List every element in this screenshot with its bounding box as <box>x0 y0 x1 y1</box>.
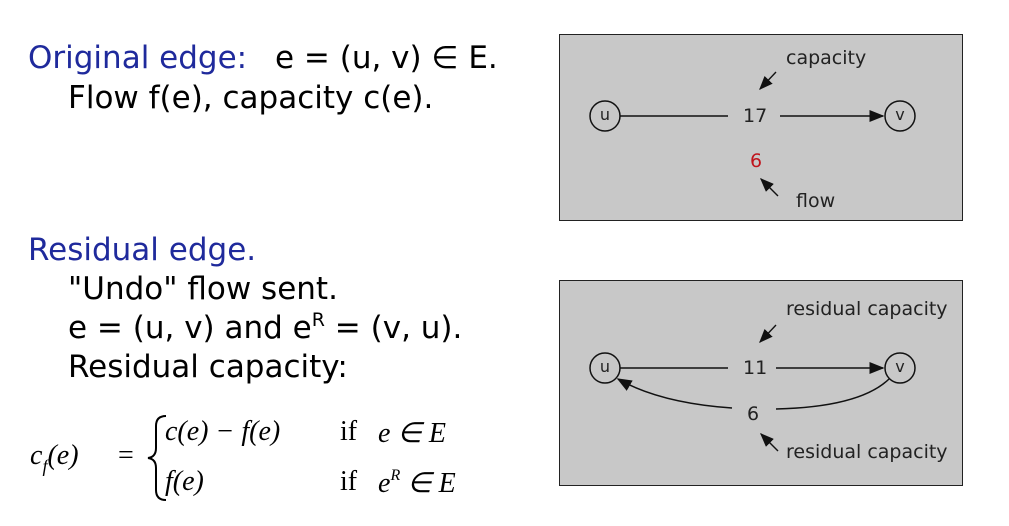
flow-pointer-arrow <box>760 178 779 197</box>
formula-lhs: cf(e) <box>30 440 79 476</box>
residual-def-part1: e = (u, v) and e <box>68 310 312 346</box>
residual-edge-svg <box>589 324 916 452</box>
res-backward-right-curve <box>775 378 890 410</box>
formula-case2-e: e <box>378 468 391 499</box>
res-node-v-circle <box>884 352 916 384</box>
formula-case1-expr: c(e) − f(e) <box>165 416 281 447</box>
res-backward-left-arrow <box>616 378 733 409</box>
flow-annotation: flow <box>796 190 836 212</box>
res-top-pointer-arrow <box>759 324 777 344</box>
residual-capacity-formula: cf(e) = c(e) − f(e) if e ∈ E f(e) if eR … <box>30 410 490 506</box>
residual-edge-diagram: u v 11 6 residual capacity residual capa… <box>559 280 963 486</box>
res-node-u-label: u <box>599 357 611 376</box>
node-v-circle <box>884 100 916 132</box>
res-bottom-pointer-arrow <box>760 433 779 452</box>
capacity-value: 17 <box>743 105 768 127</box>
original-edge-diagram: u v 17 6 capacity flow <box>559 34 963 221</box>
residual-edge-definition: e = (u, v) and eR = (v, u). <box>68 310 462 346</box>
formula-case2-expr: f(e) <box>165 466 204 497</box>
residual-edge-heading: Residual edge. <box>28 232 257 268</box>
res-forward-value: 11 <box>743 357 768 379</box>
residual-capacity-label: Residual capacity: <box>68 349 348 385</box>
original-edge-svg <box>589 71 916 197</box>
formula-brace <box>147 415 167 501</box>
formula-lhs-c: c <box>30 440 43 471</box>
formula-case2-cond: eR ∈ E <box>378 466 456 500</box>
res-node-v-label: v <box>895 357 905 376</box>
original-edge-definition: e = (u, v) ∈ E. <box>274 40 498 76</box>
residual-def-part2: = (v, u). <box>324 310 463 346</box>
res-annotation-bottom: residual capacity <box>786 441 948 463</box>
node-v-label: v <box>895 105 905 124</box>
original-edge-title: Original edge: <box>28 40 248 76</box>
capacity-annotation: capacity <box>786 47 867 69</box>
node-u-label: u <box>599 105 611 124</box>
formula-lhs-sub: f <box>42 456 48 476</box>
formula-lhs-arg: (e) <box>47 440 79 471</box>
formula-equals: = <box>118 440 134 471</box>
formula-case1-if: if <box>340 416 358 447</box>
original-edge-heading: Original edge: e = (u, v) ∈ E. <box>28 40 498 76</box>
original-edge-description: Flow f(e), capacity c(e). <box>68 80 434 116</box>
flow-value: 6 <box>750 150 763 172</box>
residual-def-sup: R <box>311 309 325 331</box>
formula-case1-cond: e ∈ E <box>378 418 446 449</box>
capacity-pointer-arrow <box>759 71 777 91</box>
res-annotation-top: residual capacity <box>786 298 948 320</box>
formula-case2-if: if <box>340 466 358 497</box>
res-backward-value: 6 <box>747 403 760 425</box>
formula-case2-tail: ∈ E <box>400 468 456 499</box>
formula-case2-sup: R <box>390 467 401 484</box>
residual-undo-line: "Undo" flow sent. <box>68 271 338 307</box>
